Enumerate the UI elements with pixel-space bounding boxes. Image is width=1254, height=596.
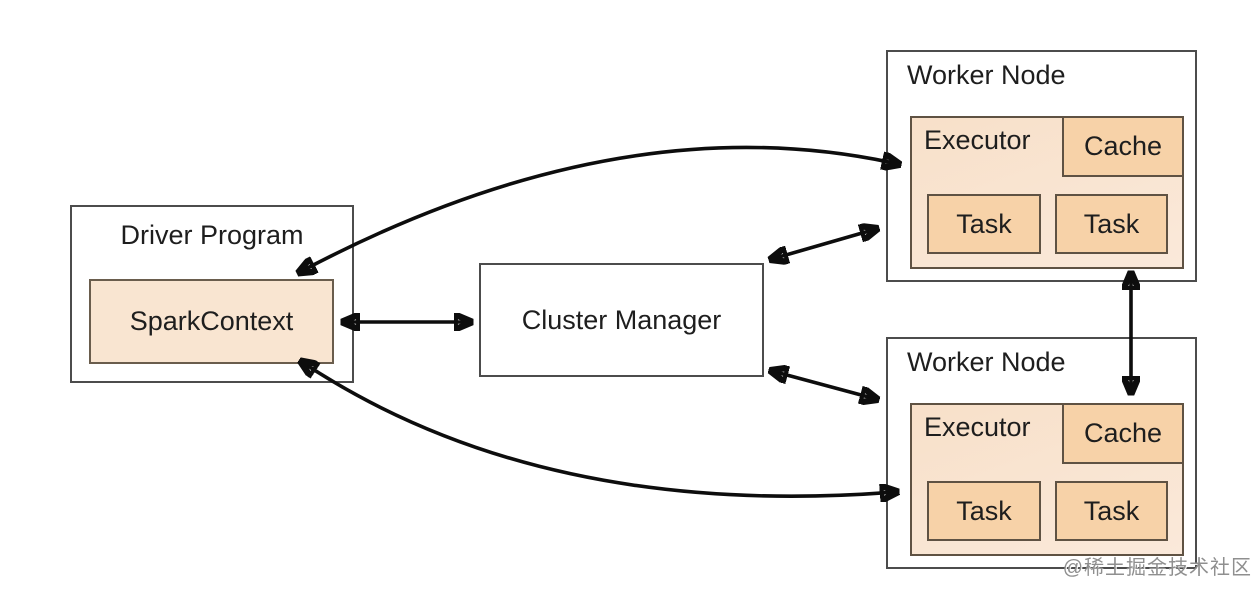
worker-node-title: Worker Node bbox=[907, 60, 1066, 90]
task-box: Task bbox=[927, 481, 1041, 541]
executor-label: Executor bbox=[924, 125, 1031, 155]
spark-context-label: SparkContext bbox=[129, 306, 294, 336]
task-label: Task bbox=[1083, 495, 1140, 526]
spark-context-box: SparkContext bbox=[89, 279, 334, 364]
cluster-manager-label: Cluster Manager bbox=[521, 304, 722, 335]
task-label: Task bbox=[1083, 208, 1140, 239]
task-label: Task bbox=[956, 495, 1012, 526]
cache-box: Cache bbox=[1062, 403, 1184, 464]
arrow-clustermanager-worker-bottom bbox=[772, 371, 876, 399]
task-box: Task bbox=[927, 194, 1041, 254]
worker-node-top-box: Worker Node Executor Cache Task Task bbox=[886, 50, 1197, 282]
task-box: Task bbox=[1055, 194, 1168, 254]
worker-node-bottom-box: Worker Node Executor Cache Task Task bbox=[886, 337, 1197, 569]
executor-box: Executor Cache Task Task bbox=[910, 116, 1184, 269]
watermark-text: @稀土掘金技术社区 bbox=[1062, 557, 1252, 579]
arrow-clustermanager-worker-top bbox=[772, 229, 876, 259]
arrow-sparkcontext-worker-top bbox=[300, 145, 898, 272]
cache-label: Cache bbox=[1083, 131, 1163, 161]
cache-label: Cache bbox=[1083, 418, 1163, 448]
task-box: Task bbox=[1055, 481, 1168, 541]
cache-box: Cache bbox=[1062, 116, 1184, 177]
cluster-manager-box: Cluster Manager bbox=[479, 263, 764, 377]
executor-label: Executor bbox=[924, 412, 1031, 442]
task-label: Task bbox=[956, 208, 1012, 239]
worker-node-title: Worker Node bbox=[907, 347, 1066, 377]
driver-program-title: Driver Program bbox=[120, 220, 304, 250]
arrow-sparkcontext-worker-bottom bbox=[302, 362, 896, 496]
executor-box: Executor Cache Task Task bbox=[910, 403, 1184, 556]
